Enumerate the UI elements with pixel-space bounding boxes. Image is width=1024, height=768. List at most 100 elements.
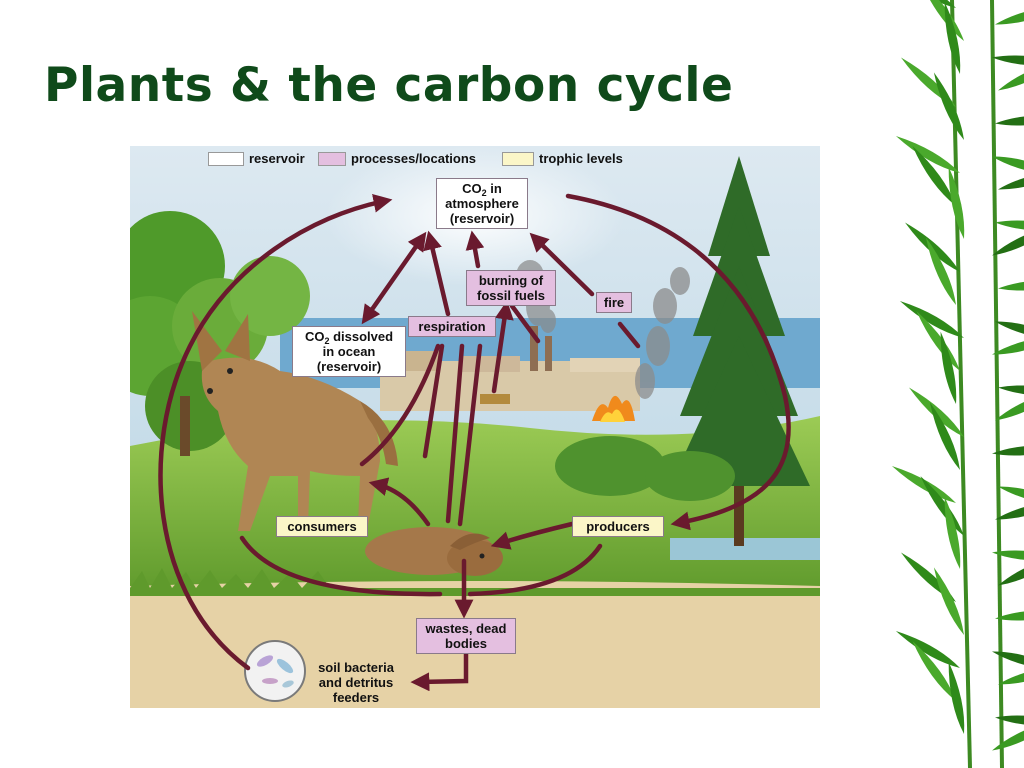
bamboo-leaf (995, 321, 1024, 341)
node-line: respiration (418, 319, 486, 334)
node-co2-atmosphere: CO2 in atmosphere (reservoir) (436, 178, 528, 229)
node-line: CO2 in (441, 181, 523, 198)
node-line: fossil fuels (477, 288, 545, 303)
shrubs (555, 436, 735, 501)
bamboo-leaf (912, 641, 956, 701)
text-part: dissolved (329, 329, 394, 344)
bamboo-decoration (891, 0, 1024, 768)
node-line: (reservoir) (449, 211, 515, 226)
bamboo-leaf (992, 55, 1024, 66)
node-soil-bacteria: soil bacteria and detritus feeders (308, 658, 404, 707)
bamboo-leaf (998, 554, 1024, 586)
bamboo-leaf (933, 567, 964, 635)
bamboo-leaf (929, 402, 960, 470)
bamboo-leaf (920, 476, 964, 536)
bamboo-leaf (998, 170, 1024, 190)
bamboo-leaf (992, 224, 1024, 256)
carbon-cycle-diagram: reservoir processes/locations trophic le… (130, 146, 820, 708)
legend-label: reservoir (249, 151, 305, 166)
bamboo-leaf (948, 661, 965, 734)
soil-bacteria-illustration (244, 640, 306, 702)
bamboo-leaf (998, 385, 1024, 396)
bamboo-leaf (992, 445, 1024, 456)
node-line: soil bacteria (318, 660, 394, 675)
cycle-arrows (158, 193, 791, 692)
grass-edge (130, 568, 820, 596)
legend-swatch-reservoir (208, 151, 244, 166)
line-respiration-rabbit-2 (445, 343, 465, 524)
legend-trophic: trophic levels (502, 151, 623, 166)
bamboo-leaf (940, 331, 957, 404)
node-line: consumers (287, 519, 357, 534)
node-burning-fossil-fuels: burning of fossil fuels (466, 270, 556, 306)
slide-title: Plants & the carbon cycle (44, 58, 734, 113)
fire-flames (592, 395, 635, 422)
bamboo-leaf (998, 665, 1024, 685)
legend-processes: processes/locations (318, 151, 476, 166)
wolf (192, 311, 398, 531)
arrow-fire-to-atmosphere (529, 232, 595, 297)
arrow-respiration-to-atmosphere (423, 230, 451, 317)
legend-swatch-trophic (502, 151, 534, 166)
text-part: in (486, 181, 502, 196)
node-respiration: respiration (408, 316, 496, 337)
line-burning-from-factory (509, 303, 541, 344)
pond (670, 538, 820, 560)
bamboo-leaf (895, 136, 960, 173)
legend-label: trophic levels (539, 151, 623, 166)
bamboo-leaf (992, 550, 1024, 561)
bamboo-leaf (995, 500, 1024, 520)
node-co2-ocean: CO2 dissolved in ocean (reservoir) (292, 326, 406, 377)
node-line: atmosphere (445, 196, 519, 211)
bamboo-leaf (995, 115, 1024, 126)
bamboo-leaf (995, 389, 1024, 421)
line-respiration-producers (457, 343, 483, 527)
node-line: wastes, dead (425, 621, 507, 636)
node-wastes-dead-bodies: wastes, dead bodies (416, 618, 516, 654)
subscript: 2 (481, 188, 487, 198)
arrow-atmosphere-ocean (361, 231, 427, 325)
node-line: and detritus (318, 675, 394, 690)
bamboo-leaf (948, 166, 965, 239)
bamboo-leaf (920, 0, 964, 41)
bamboo-leaves (891, 0, 1024, 751)
text-part: CO (304, 329, 325, 344)
arrow-atmosphere-to-producers (565, 193, 791, 531)
node-line: burning of (478, 273, 544, 288)
bamboo-leaf (992, 651, 1024, 671)
pine-tree (670, 156, 810, 546)
bamboo-leaf (895, 631, 960, 668)
bamboo-leaf (944, 496, 961, 569)
arrow-producers-to-rabbit (490, 521, 575, 550)
bamboo-leaf (998, 59, 1024, 91)
subscript: 2 (324, 336, 330, 346)
bamboo-leaf (912, 146, 956, 206)
bamboo-leaf (992, 719, 1024, 751)
text-part: CO (462, 181, 482, 196)
arrow-fossil-to-atmosphere (465, 230, 485, 269)
bamboo-leaf (891, 466, 956, 503)
bamboo-leaf (998, 280, 1024, 291)
bamboo-leaf (933, 72, 964, 140)
line-producers-to-wastes (467, 543, 603, 597)
bamboo-stalks (950, 0, 1004, 768)
bamboo-leaf (944, 1, 961, 74)
node-line: producers (586, 519, 650, 534)
line-respiration-rabbit-1 (422, 343, 445, 459)
line-consumers-to-wastes (239, 535, 443, 597)
node-line: (reservoir) (316, 359, 382, 374)
bamboo-leaf (995, 610, 1024, 621)
node-consumers: consumers (276, 516, 368, 537)
bamboo-leaf (995, 220, 1024, 231)
bamboo-leaf (992, 335, 1024, 355)
legend-swatch-processes (318, 151, 346, 166)
node-line: bodies (445, 636, 487, 651)
legend-label: processes/locations (351, 151, 476, 166)
bamboo-leaf (899, 301, 964, 338)
node-line: CO2 dissolved (297, 329, 401, 346)
bamboo-leaf (925, 237, 956, 305)
node-line: in ocean (322, 344, 376, 359)
node-fire: fire (596, 292, 632, 313)
node-producers: producers (572, 516, 664, 537)
bamboo-leaf (992, 156, 1024, 176)
